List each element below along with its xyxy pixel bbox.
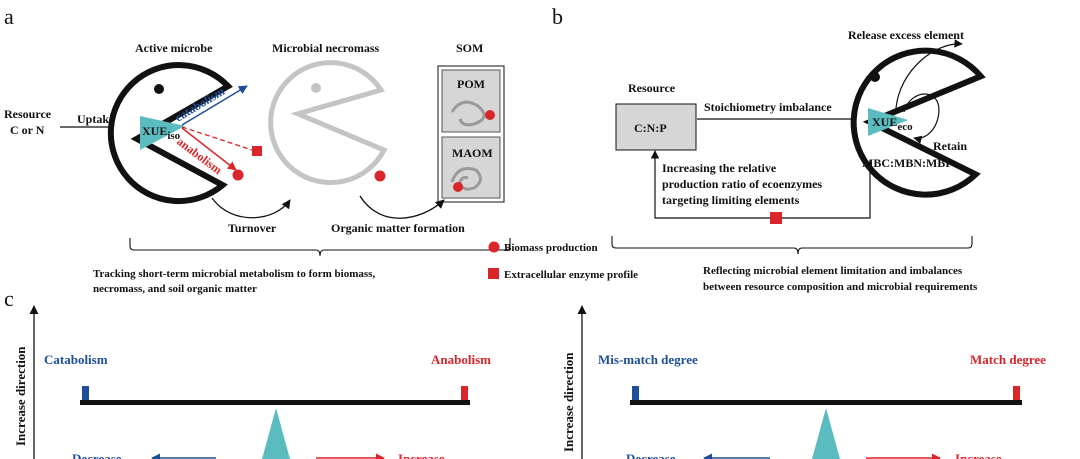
active-microbe-label: Active microbe <box>135 41 213 55</box>
retain-label: Retain <box>933 139 967 153</box>
xue-eco-label: XUEeco <box>872 115 913 133</box>
left-high-label: Anabolism <box>431 352 491 367</box>
xue-iso-label: XUEiso <box>142 124 181 142</box>
panel-b-brace <box>611 236 973 255</box>
som-label: SOM <box>456 41 483 55</box>
biomass-marker-pom <box>485 110 495 120</box>
organic-matter-formation-label: Organic matter formation <box>331 221 465 235</box>
right-axis-label: Increase direction <box>561 352 576 452</box>
biomass-marker-maom <box>453 182 463 192</box>
resource-b-label: Resource <box>628 81 676 95</box>
resource-element-label: C or N <box>10 123 45 137</box>
catabolism-arrow <box>181 85 248 126</box>
mbc-ratio-label: MBC:MBN:MBP <box>862 156 953 170</box>
right-decrease-label: Decrease <box>626 451 676 459</box>
enzyme-dashed-line <box>181 126 253 151</box>
turnover-arrow <box>211 197 291 219</box>
pom-label: POM <box>457 77 485 91</box>
increasing-line1: Increasing the relative <box>662 161 777 175</box>
enzyme-marker-b <box>770 212 782 224</box>
left-balance-beam <box>80 400 470 405</box>
right-low-label: Mis-match degree <box>598 352 698 367</box>
panel-b-summary-line2: between resource composition and microbi… <box>703 281 978 293</box>
panel-c: c Increase direction Catabolism Anabolis… <box>4 286 1046 459</box>
formation-arrow <box>359 195 445 219</box>
resource-box <box>615 103 697 151</box>
xue-iso-wedge <box>140 116 185 150</box>
panel-b-summary-line1: Reflecting microbial element limitation … <box>703 265 963 277</box>
feedback-arrow <box>650 150 871 219</box>
necromass-body <box>268 60 388 186</box>
panel-a-brace <box>129 238 511 257</box>
enzyme-marker-a <box>252 146 262 156</box>
active-microbe-eye <box>154 84 164 94</box>
anabolism-arrow <box>181 127 237 171</box>
left-fulcrum <box>262 408 290 459</box>
left-low-label: Catabolism <box>44 352 108 367</box>
panel-c-letter: c <box>4 286 14 311</box>
right-high-label: Match degree <box>970 352 1046 367</box>
turnover-label: Turnover <box>228 221 277 235</box>
right-low-marker <box>632 386 639 402</box>
retain-arrow <box>903 93 940 144</box>
pom-squiggle <box>450 100 486 127</box>
eco-microbe-eye <box>870 72 880 82</box>
uptake-label: Uptake <box>77 112 115 126</box>
resource-ratio-label: C:N:P <box>634 121 667 135</box>
legend-biomass-marker <box>488 241 500 253</box>
stoichiometry-label: Stoichiometry imbalance <box>704 100 832 114</box>
biomass-marker-a <box>232 169 244 181</box>
legend-enzyme-label: Extracellular enzyme profile <box>504 269 638 281</box>
left-low-marker <box>82 386 89 402</box>
left-decrease-label: Decrease <box>72 451 122 459</box>
active-microbe-body <box>107 62 233 205</box>
right-fulcrum <box>812 408 840 459</box>
pom-box <box>441 69 501 133</box>
maom-squiggle <box>450 167 482 191</box>
legend-enzyme-marker <box>488 268 499 279</box>
biomass-marker-necromass <box>374 170 386 182</box>
panel-a-letter: a <box>4 4 14 29</box>
panel-a-summary-line2: necromass, and soil organic matter <box>93 283 257 295</box>
legend-biomass-label: Biomass production <box>504 242 598 254</box>
panel-a: a Resource C or N Uptake Active microbe … <box>4 4 511 295</box>
resource-label: Resource <box>4 107 52 121</box>
panel-b: b Release excess element Resource C:N:P … <box>552 4 986 293</box>
left-increase-label: Increase <box>398 451 445 459</box>
xue-eco-wedge <box>868 108 908 136</box>
left-high-marker <box>461 386 468 402</box>
maom-label: MAOM <box>452 146 493 160</box>
panel-a-summary-line1: Tracking short-term microbial metabolism… <box>93 268 375 280</box>
increasing-line2: production ratio of ecoenzymes <box>662 177 822 191</box>
legend: Biomass production Extracellular enzyme … <box>488 241 638 281</box>
right-balance-beam <box>630 400 1022 405</box>
right-increase-label: Increase <box>955 451 1002 459</box>
necromass-label: Microbial necromass <box>272 41 380 55</box>
release-excess-label: Release excess element <box>848 28 964 42</box>
left-axis-label: Increase direction <box>13 346 28 446</box>
release-arrow <box>895 39 963 109</box>
panel-b-letter: b <box>552 4 563 29</box>
increasing-line3: targeting limiting elements <box>662 193 800 207</box>
right-high-marker <box>1013 386 1020 402</box>
necromass-eye <box>311 83 321 93</box>
eco-microbe-body <box>850 47 986 198</box>
